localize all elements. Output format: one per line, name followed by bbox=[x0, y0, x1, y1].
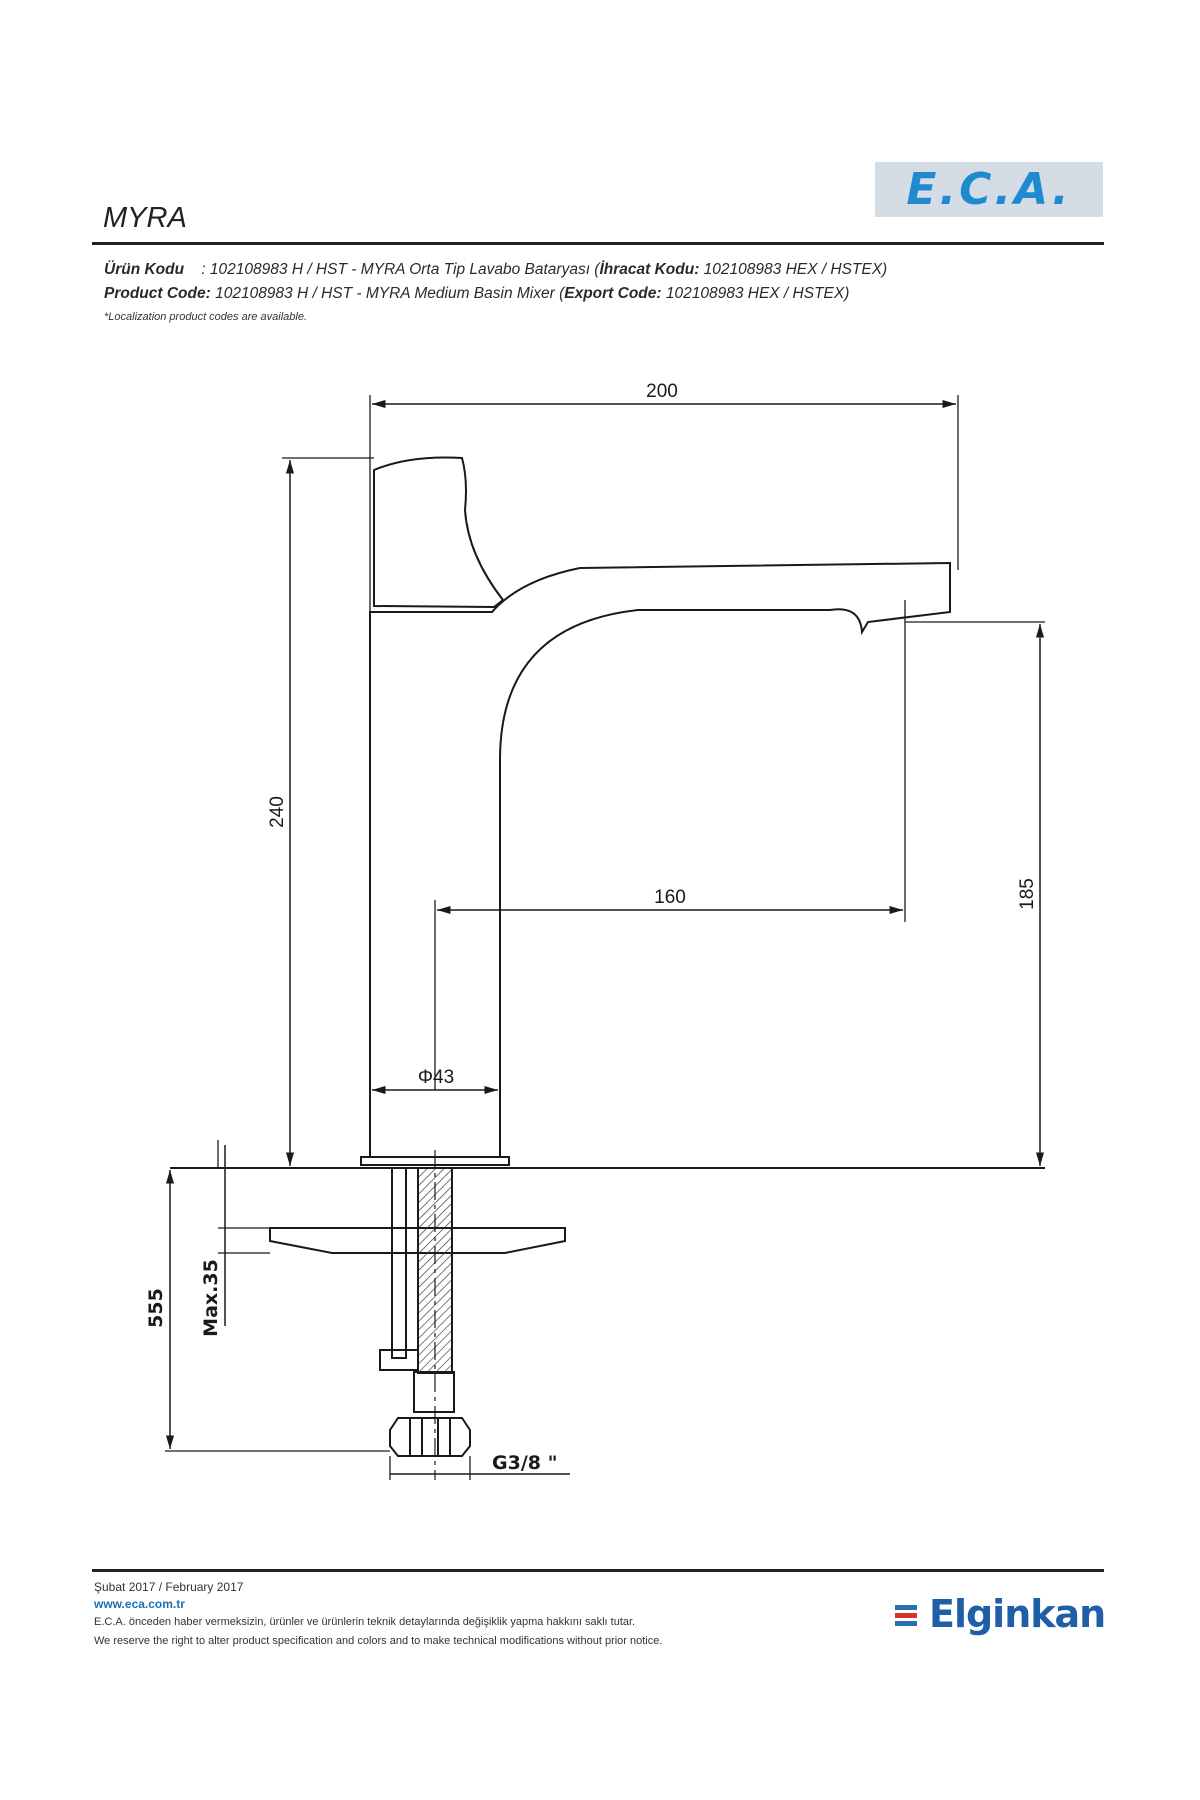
product-code-tr-label: Ürün Kodu bbox=[104, 261, 185, 278]
rod-nut bbox=[379, 1349, 419, 1371]
elginkan-stripes-icon bbox=[895, 1605, 917, 1626]
dim-thread-g38: G3/8 " bbox=[492, 1452, 558, 1474]
faucet-body bbox=[369, 561, 951, 1158]
product-code-en-label: Product Code: bbox=[104, 285, 211, 302]
product-code-tr: Ürün Kodu : 102108983 H / HST - MYRA Ort… bbox=[104, 261, 887, 279]
export-code-en-value: 102108983 HEX / HSTEX) bbox=[661, 285, 850, 302]
lever-handle bbox=[373, 456, 505, 609]
dim-185: 185 bbox=[1017, 878, 1038, 910]
dim-max-35: Max.35 bbox=[200, 1259, 222, 1337]
dim-160: 160 bbox=[654, 887, 686, 908]
faucet-outline bbox=[170, 456, 1045, 1457]
product-code-tr-text: : 102108983 H / HST - MYRA Orta Tip Lava… bbox=[201, 261, 600, 278]
export-code-tr-label: İhracat Kodu: bbox=[599, 261, 700, 278]
export-code-tr-value: 102108983 HEX / HSTEX) bbox=[699, 261, 888, 278]
dim-555: 555 bbox=[145, 1288, 167, 1328]
dim-240: 240 bbox=[267, 796, 288, 828]
elginkan-logo: Elginkan bbox=[893, 1592, 1106, 1642]
fixing-rod bbox=[391, 1167, 407, 1359]
mounting-plate bbox=[269, 1227, 566, 1254]
dim-diameter-43: Φ43 bbox=[418, 1067, 454, 1088]
localization-note: *Localization product codes are availabl… bbox=[104, 311, 308, 323]
hex-nut bbox=[389, 1417, 471, 1457]
connector bbox=[413, 1371, 455, 1413]
footer-divider bbox=[92, 1569, 1104, 1572]
header-divider bbox=[92, 242, 1104, 245]
eca-logo: E.C.A. bbox=[875, 162, 1103, 217]
footer-disclaimer-en: We reserve the right to alter product sp… bbox=[94, 1635, 663, 1647]
footer-website-link[interactable]: www.eca.com.tr bbox=[94, 1597, 185, 1611]
product-code-en: Product Code: 102108983 H / HST - MYRA M… bbox=[104, 285, 849, 303]
eca-logo-text: E.C.A. bbox=[906, 164, 1072, 215]
product-code-en-text: 102108983 H / HST - MYRA Medium Basin Mi… bbox=[210, 285, 565, 302]
export-code-en-label: Export Code: bbox=[564, 285, 662, 302]
elginkan-logo-text: Elginkan bbox=[929, 1592, 1106, 1636]
dim-200: 200 bbox=[646, 381, 678, 402]
extension-lines bbox=[165, 395, 1045, 1480]
dimension-lines bbox=[165, 399, 1045, 1475]
footer-date: Şubat 2017 / February 2017 bbox=[94, 1580, 244, 1594]
product-title: MYRA bbox=[103, 202, 187, 234]
footer-disclaimer-tr: E.C.A. önceden haber vermeksizin, ürünle… bbox=[94, 1616, 636, 1628]
